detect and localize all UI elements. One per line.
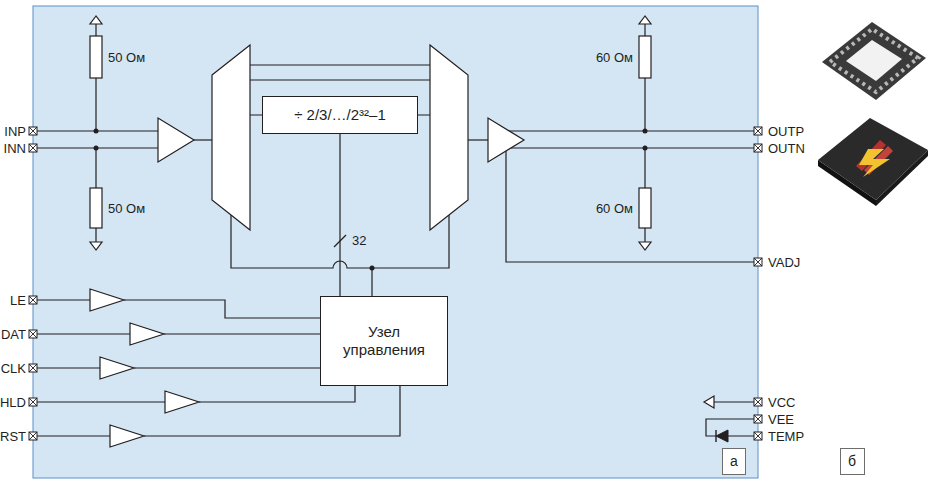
bus-connector bbox=[339, 134, 340, 296]
wire bbox=[706, 419, 758, 436]
wire bbox=[33, 367, 320, 368]
chip-logo bbox=[859, 149, 890, 177]
pin-name: INN bbox=[4, 142, 26, 155]
input-buffer bbox=[158, 118, 194, 162]
pin-name: INP bbox=[4, 125, 26, 138]
pin-name: LE bbox=[10, 294, 26, 307]
pin-name: VCC bbox=[768, 396, 795, 409]
resistor-symbol bbox=[639, 188, 651, 228]
pin-name: VADJ bbox=[768, 256, 800, 269]
control-buffer bbox=[100, 357, 134, 379]
wire bbox=[506, 151, 758, 262]
control-box: Узел управления bbox=[320, 296, 448, 386]
connectors bbox=[340, 134, 341, 296]
pin-name: OUTP bbox=[768, 125, 804, 138]
wires bbox=[33, 24, 758, 436]
ground-symbol bbox=[90, 242, 102, 250]
panel-letter-box: а bbox=[722, 448, 746, 475]
node-text: ÷ 2/3/…/2³²–1 bbox=[294, 106, 386, 124]
pin-name: HLD bbox=[0, 396, 26, 409]
wire bbox=[33, 386, 400, 436]
bus-width: 32 bbox=[350, 234, 368, 247]
resistor-value: 60 Ом bbox=[596, 51, 633, 64]
mux-symbol bbox=[430, 45, 468, 230]
panel-letter-box: б bbox=[840, 448, 865, 475]
pin-terminal bbox=[754, 127, 762, 135]
pin-terminal bbox=[754, 432, 762, 440]
resistor-value: 50 Ом bbox=[108, 51, 145, 64]
diode-symbol bbox=[715, 430, 716, 442]
chip-pad bbox=[846, 40, 902, 81]
chip-photo bbox=[818, 22, 928, 206]
pin-name: DAT bbox=[1, 328, 26, 341]
wire bbox=[506, 131, 758, 148]
chip-package bbox=[822, 22, 926, 100]
wire bbox=[194, 139, 212, 140]
resistor-symbol bbox=[90, 36, 102, 78]
junction-dots bbox=[94, 129, 648, 271]
wire bbox=[33, 131, 158, 148]
wire bbox=[33, 333, 320, 334]
resistor-value: 60 Ом bbox=[596, 202, 633, 215]
output-buffer bbox=[488, 118, 524, 162]
pin-name: CLK bbox=[1, 362, 26, 375]
resistor-symbol bbox=[90, 36, 651, 228]
demux-symbol bbox=[212, 45, 250, 230]
pin-name: RST bbox=[0, 430, 26, 443]
supply-symbol bbox=[704, 396, 714, 408]
supply-symbol bbox=[90, 16, 102, 24]
resistor-symbol bbox=[90, 188, 102, 228]
wire bbox=[371, 268, 372, 296]
ground-symbol bbox=[639, 242, 651, 250]
chip-package bbox=[818, 118, 928, 200]
wire bbox=[714, 401, 758, 402]
control-buffer bbox=[165, 391, 199, 413]
wire bbox=[33, 300, 320, 318]
pin-terminal bbox=[29, 127, 37, 135]
pin-terminal bbox=[29, 432, 37, 440]
pin-terminal bbox=[29, 296, 37, 304]
pin-terminal bbox=[29, 364, 37, 372]
node-text: б bbox=[848, 453, 856, 470]
resistor-value: 50 Ом bbox=[108, 202, 145, 215]
junction-dot bbox=[94, 129, 99, 134]
supply-symbol bbox=[639, 16, 651, 24]
pin-terminal bbox=[29, 127, 762, 440]
pin-name: OUTN bbox=[768, 142, 805, 155]
chip-pads bbox=[830, 29, 918, 92]
pin-terminal bbox=[754, 398, 762, 406]
control-buffer bbox=[130, 323, 164, 345]
pin-terminal bbox=[754, 415, 762, 423]
control-buffer bbox=[110, 425, 144, 447]
junction-dot bbox=[643, 129, 648, 134]
junction-dot bbox=[643, 146, 648, 151]
junction-dot bbox=[94, 146, 99, 151]
wire bbox=[468, 139, 488, 140]
wire bbox=[33, 386, 355, 402]
diode-symbol bbox=[716, 430, 728, 442]
node-text: а bbox=[730, 453, 738, 470]
pin-name: TEMP bbox=[768, 430, 804, 443]
pin-terminal bbox=[754, 144, 762, 152]
pin-terminal bbox=[29, 144, 37, 152]
pin-terminal bbox=[29, 398, 37, 406]
node-text: Узел управления bbox=[334, 323, 434, 359]
pin-terminal bbox=[29, 330, 37, 338]
panel-background bbox=[33, 6, 758, 478]
pin-name: VEE bbox=[768, 413, 794, 426]
divider-box: ÷ 2/3/…/2³²–1 bbox=[262, 96, 418, 134]
control-buffer bbox=[90, 289, 124, 311]
pin-terminal bbox=[754, 258, 762, 266]
junction-dot bbox=[370, 266, 375, 271]
resistor-symbol bbox=[639, 36, 651, 78]
